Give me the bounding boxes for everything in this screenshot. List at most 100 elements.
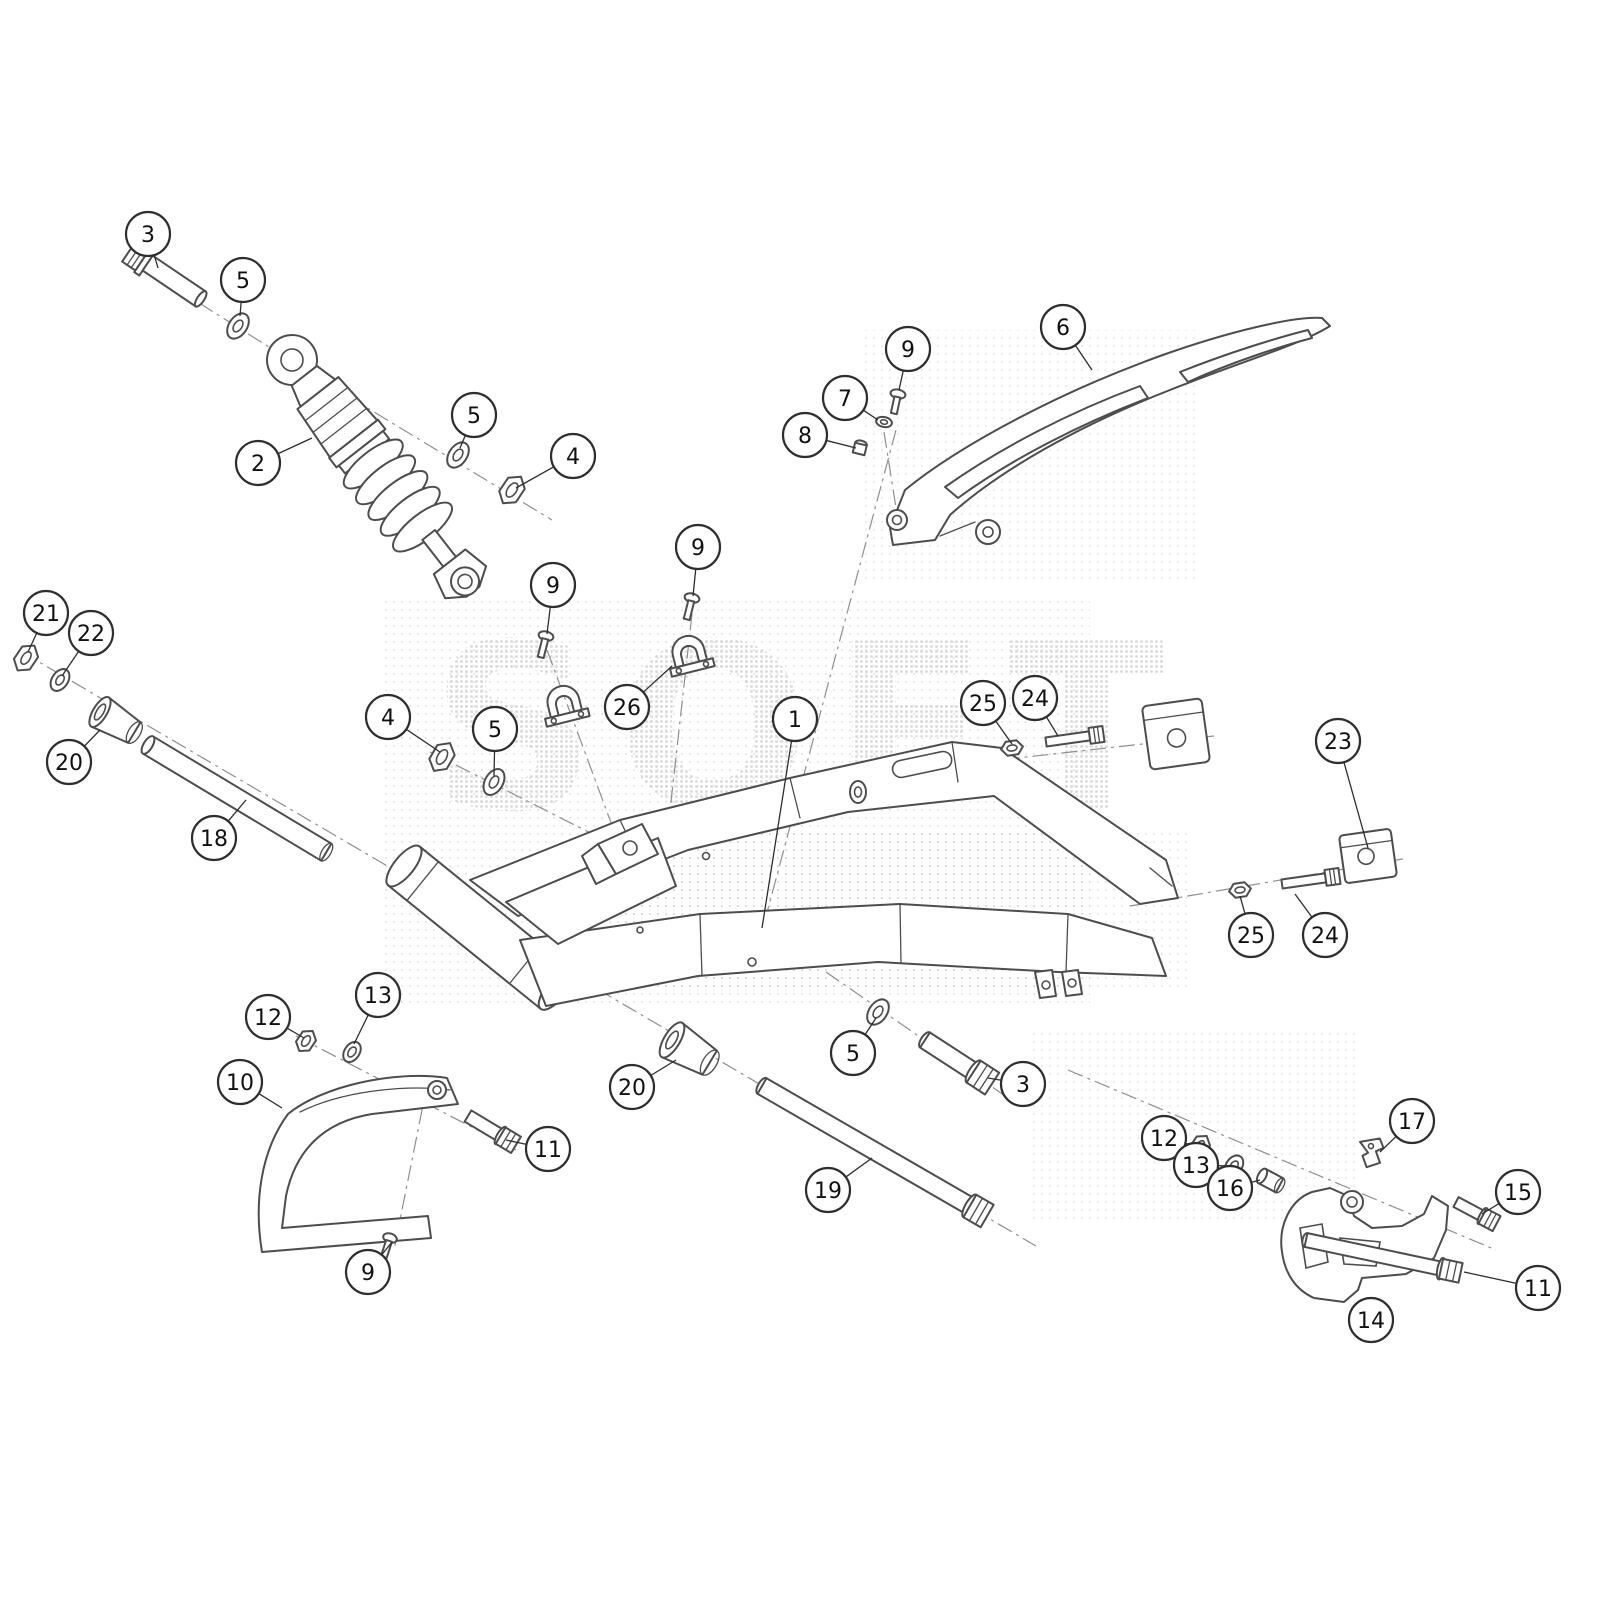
callout-18: 18 [190, 799, 247, 862]
nut-part-25-upper [1000, 739, 1024, 757]
callout-number: 12 [1150, 1127, 1178, 1152]
callout-number: 8 [798, 424, 812, 449]
callout-circle [1206, 1164, 1254, 1212]
callout-3: 3 [124, 210, 172, 269]
callout-leader-line [459, 434, 467, 449]
callout-leader-line [493, 750, 496, 777]
washer-part-5-top [226, 312, 250, 340]
callout-number: 6 [1056, 316, 1070, 341]
callout-24: 24 [1011, 674, 1059, 737]
callout-leader-line [995, 720, 1013, 745]
callout-circle [549, 432, 597, 480]
callout-circle [608, 1063, 656, 1111]
callout-number: 11 [534, 1138, 562, 1163]
callout-leader-line [1481, 1202, 1500, 1215]
callout-circle [450, 391, 498, 439]
nut-part-21 [12, 644, 40, 672]
clamp-hole [550, 717, 558, 725]
bolt-head-facets [968, 1197, 990, 1225]
bolt-head [1087, 725, 1106, 745]
callout-circle [524, 1125, 572, 1173]
callout-circle [216, 1058, 264, 1106]
callout-number: 3 [1016, 1073, 1030, 1098]
callout-leader-line [1239, 895, 1246, 915]
callout-circle [884, 325, 932, 373]
callout-12: 12 [244, 993, 305, 1041]
callout-leader-line [258, 1093, 283, 1109]
callout-15: 15 [1481, 1168, 1542, 1216]
bolt-part-24-lower [1280, 867, 1342, 890]
callout-13: 13 [1172, 1141, 1231, 1189]
callout-25: 25 [959, 679, 1013, 745]
callout-leader-line [515, 466, 555, 489]
bolt-head-facets [1328, 868, 1337, 886]
callout-circle [959, 679, 1007, 727]
bolt-head [1323, 867, 1342, 887]
callout-leader-line [83, 729, 101, 747]
callout-circle [1140, 1114, 1188, 1162]
callout-number: 10 [226, 1071, 254, 1096]
bushing-bore [665, 1030, 679, 1050]
callout-19: 19 [804, 1157, 873, 1214]
roller-boss-hole [853, 786, 863, 798]
callout-number: 9 [691, 536, 705, 561]
callout-circle [124, 210, 172, 258]
bushing-end [699, 1049, 720, 1076]
clip-hole [1367, 1142, 1375, 1150]
callout-circle [219, 256, 267, 304]
callout-circle [344, 1248, 392, 1296]
callout-number: 5 [488, 718, 502, 743]
clamp-hole [675, 667, 683, 675]
callout-11: 11 [1463, 1264, 1562, 1312]
callout-leader-line [650, 1059, 677, 1077]
arm-hole [747, 957, 757, 967]
callout-3: 3 [987, 1060, 1047, 1108]
callout-number: 3 [141, 223, 155, 248]
callout-leader-line [898, 370, 904, 391]
bushing-part-20-left [88, 695, 143, 744]
shaft-part-19 [755, 1076, 995, 1229]
callout-17: 17 [1379, 1097, 1436, 1153]
callout-number: 16 [1216, 1177, 1244, 1202]
washer-part-5-mid [482, 768, 506, 796]
callout-11: 11 [505, 1125, 572, 1173]
callout-number: 24 [1311, 924, 1339, 949]
callout-number: 20 [55, 751, 83, 776]
callout-leader-line [277, 437, 313, 455]
callout-leader-line [286, 1027, 305, 1039]
callout-circle [529, 561, 577, 609]
washer-hole [452, 448, 464, 462]
bolt-part-11-right [1301, 1232, 1464, 1284]
callout-circle [771, 695, 819, 743]
axle-slot-line [1149, 867, 1173, 887]
guard-mount-hole [891, 514, 903, 526]
callout-leader-line [239, 301, 242, 317]
callout-number: 9 [901, 338, 915, 363]
washer-part-13-left [342, 1040, 362, 1064]
callout-5: 5 [829, 1017, 877, 1077]
washer-part-5-bottom [866, 998, 890, 1026]
clamp-part-26-right [669, 634, 716, 678]
callout-number: 4 [381, 706, 395, 731]
callout-number: 11 [1524, 1277, 1552, 1302]
shaft-end [140, 735, 156, 755]
clip-body [1359, 1137, 1385, 1169]
callout-leader-line [864, 1017, 877, 1035]
swingarm-part-1 [385, 741, 1179, 1011]
callout-12: 12 [1140, 1114, 1197, 1162]
lower-arm-edges [699, 903, 1069, 977]
callout-circle [999, 1060, 1047, 1108]
washer-hole [232, 319, 244, 333]
washer-hole [346, 1046, 358, 1058]
chain-guard-part-6 [886, 316, 1331, 546]
callout-leader-line [381, 1241, 393, 1256]
callout-number: 25 [969, 692, 997, 717]
callout-circle [603, 683, 651, 731]
callout-leader-line [845, 1157, 873, 1178]
callout-7: 7 [821, 374, 879, 422]
nut-hole [505, 482, 519, 498]
callout-leader-line [1343, 762, 1369, 849]
callout-circle [244, 993, 292, 1041]
slider-body [257, 1075, 459, 1253]
